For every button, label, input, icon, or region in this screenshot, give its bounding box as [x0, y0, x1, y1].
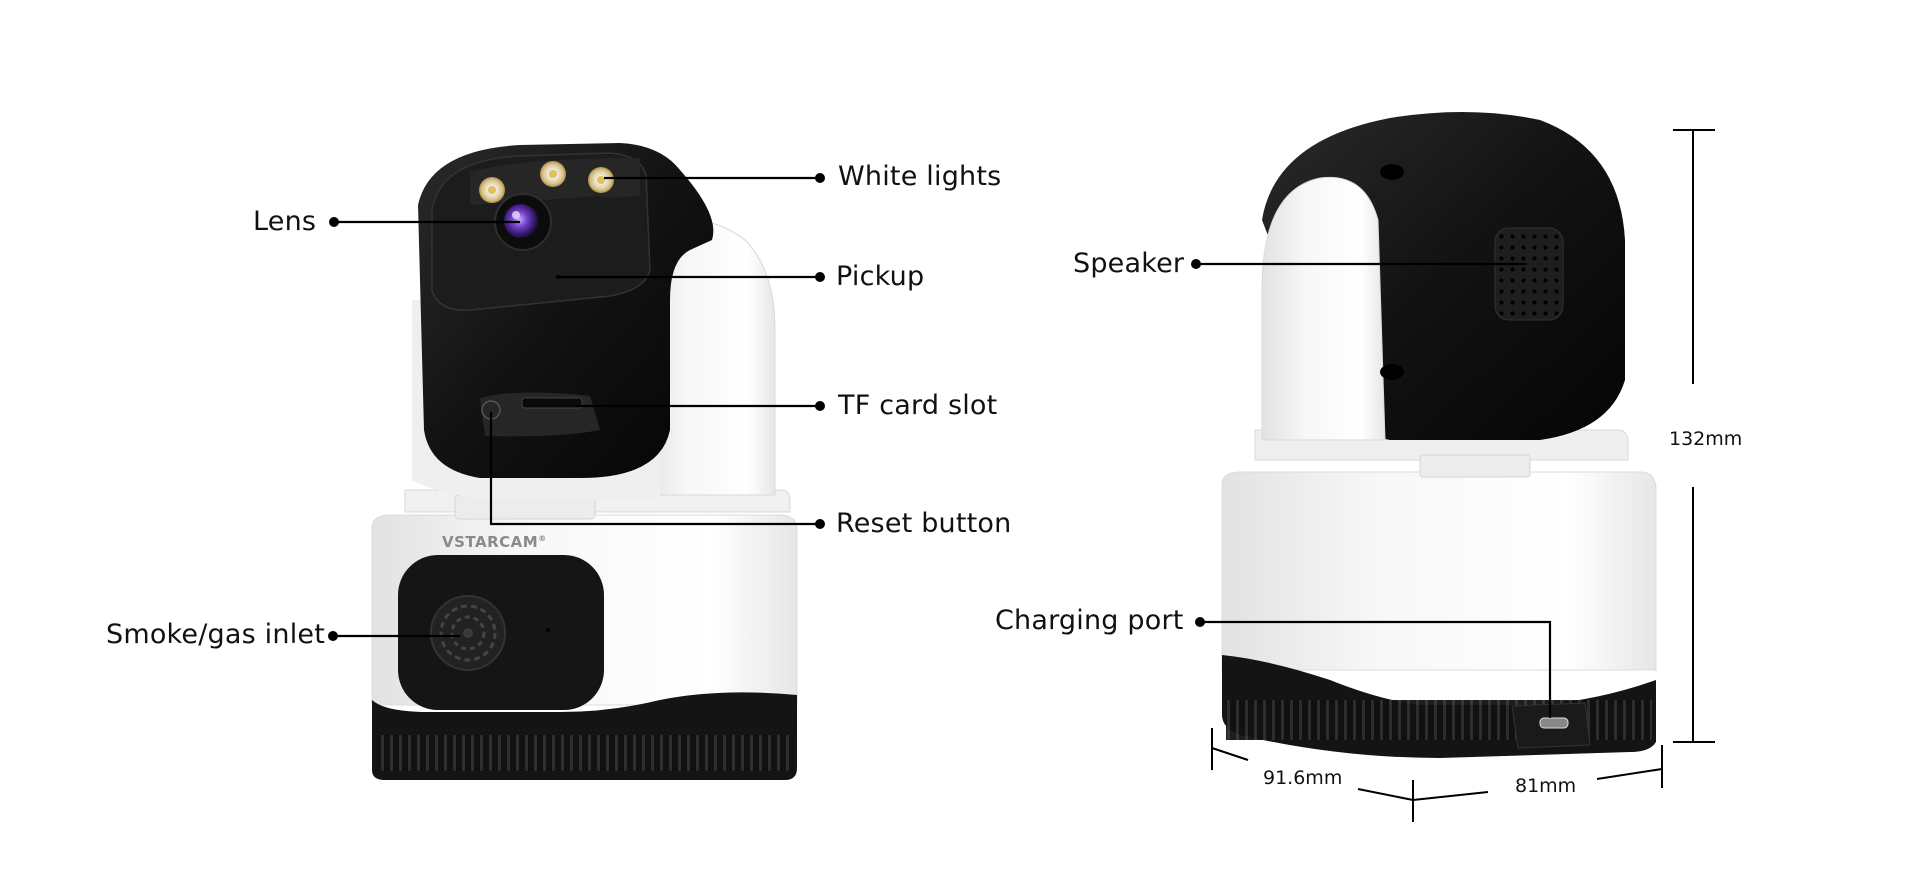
label-white-lights: White lights — [838, 161, 1002, 192]
dimension-depth: 91.6mm — [1263, 767, 1343, 789]
dimension-width: 81mm — [1515, 775, 1577, 797]
front-camera-base — [371, 514, 798, 780]
dimension-lines — [1211, 129, 1715, 822]
screw-hole-top — [1380, 164, 1404, 180]
label-speaker: Speaker — [1073, 248, 1185, 279]
brand-registered-mark: ® — [538, 534, 547, 543]
label-smoke-gas-inlet: Smoke/gas inlet — [106, 619, 325, 650]
label-lens: Lens — [253, 206, 317, 237]
label-tf-card-slot: TF card slot — [838, 390, 998, 421]
back-camera — [1221, 111, 1657, 758]
front-camera — [371, 143, 798, 780]
leader-lines — [333, 176, 1552, 718]
lens — [504, 204, 538, 238]
label-reset-button: Reset button — [836, 508, 1012, 539]
leader-dots — [328, 173, 1205, 641]
brand-logo: VSTARCAM® — [442, 533, 547, 551]
dimension-height: 132mm — [1669, 428, 1743, 450]
charging-port — [1539, 717, 1569, 729]
tf-card-slot — [521, 397, 583, 409]
brand-name: VSTARCAM — [442, 533, 539, 551]
screw-hole-bottom — [1380, 364, 1404, 380]
label-pickup: Pickup — [836, 261, 925, 292]
label-charging-port: Charging port — [995, 605, 1184, 636]
